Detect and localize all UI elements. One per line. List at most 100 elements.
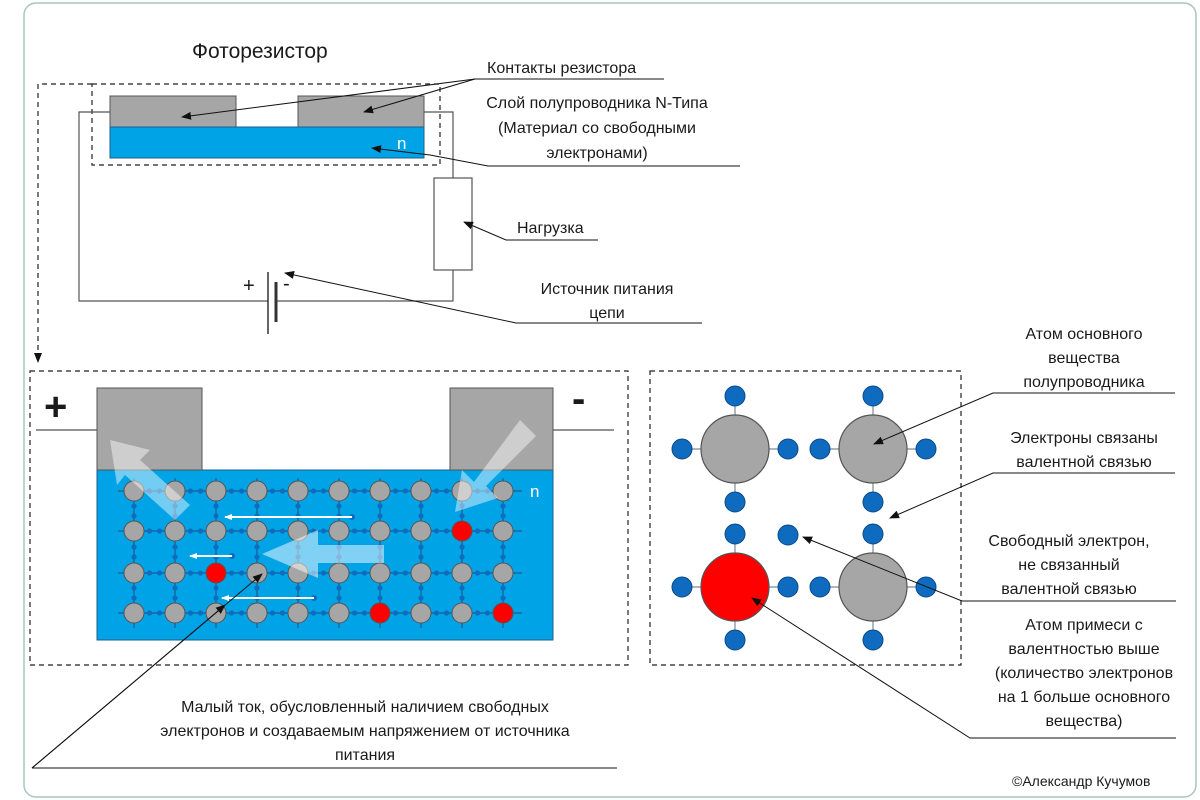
lattice-atom: [164, 602, 186, 624]
leader-load: [463, 221, 598, 241]
lattice-electron: [351, 570, 358, 576]
lattice-electron: [131, 585, 137, 591]
lattice-atom: [410, 602, 432, 624]
impurity-atom: [369, 602, 391, 624]
impurity-atom: [492, 602, 514, 624]
lattice-electron: [172, 513, 178, 519]
valence-electron: [671, 438, 693, 460]
lattice-electron: [484, 610, 491, 616]
lattice-electron: [131, 595, 137, 601]
base-atom: [838, 414, 908, 484]
lattice-electron: [418, 544, 424, 550]
lattice-electron: [377, 585, 383, 591]
valence-electron: [724, 629, 746, 651]
lattice-electron: [228, 570, 235, 576]
lattice-electron: [228, 528, 235, 534]
lattice-electron: [336, 585, 342, 591]
lattice-electron: [187, 488, 194, 494]
label-free-electron-3: валентной связью: [1001, 581, 1136, 598]
plus-big: +: [44, 385, 67, 429]
leader-contacts-2: [363, 78, 476, 114]
lattice-atom: [451, 562, 473, 584]
lattice-electron: [213, 544, 219, 550]
lattice-atom: [123, 562, 145, 584]
lattice-electron: [197, 610, 204, 616]
load-resistor: [433, 177, 473, 271]
lattice-electron: [213, 513, 219, 519]
lattice-atom: [205, 520, 227, 542]
label-impurity-4: на 1 больше основного: [998, 689, 1170, 706]
n-label-zoom: n: [530, 482, 539, 501]
n-label-top: n: [397, 134, 406, 153]
lattice-electron: [254, 544, 260, 550]
lattice-electron: [484, 570, 491, 576]
lattice-electron: [238, 488, 245, 494]
lattice-electron: [377, 595, 383, 601]
lattice-electron: [295, 503, 301, 509]
battery-minus: -: [283, 273, 290, 295]
lattice-electron: [433, 570, 440, 576]
lattice-electron: [254, 503, 260, 509]
lattice-electron: [228, 488, 235, 494]
lattice-electron: [402, 570, 409, 576]
lattice-electron: [459, 554, 465, 560]
lattice-atom: [410, 520, 432, 542]
lattice-electron: [197, 570, 204, 576]
battery-plus: +: [243, 275, 255, 297]
lattice-atom: [123, 480, 145, 502]
lattice-atom: [287, 602, 309, 624]
lattice-electron: [187, 570, 194, 576]
circuit: n + -: [78, 83, 473, 334]
label-source-2: цепи: [589, 305, 624, 322]
lattice-electron: [269, 570, 276, 576]
lattice-electron: [500, 554, 506, 560]
leader-layer: [371, 145, 740, 167]
lattice-atom: [246, 562, 268, 584]
lattice-electron: [295, 585, 301, 591]
wire-right: [424, 111, 454, 178]
label-bound-electrons-2: валентной связью: [1016, 454, 1151, 471]
lattice-electron: [146, 570, 153, 576]
lattice-electron: [392, 488, 399, 494]
leader-bound: [889, 472, 1175, 519]
label-atom-base: Атом основного: [1025, 326, 1142, 343]
lattice-electron: [279, 488, 286, 494]
lattice-atom: [492, 562, 514, 584]
lattice-atom: [410, 562, 432, 584]
crystal-lattice: [118, 478, 522, 628]
valence-electron: [915, 438, 937, 460]
valence-electron: [862, 491, 884, 513]
lattice-electron: [459, 595, 465, 601]
lattice-electron: [172, 503, 178, 509]
lattice-electron: [351, 488, 358, 494]
label-impurity: Атом примеси с: [1025, 617, 1143, 634]
label-free-electron: Свободный электрон,: [988, 533, 1149, 550]
valence-electron: [862, 523, 884, 545]
impurity-atom-large: [700, 552, 770, 622]
lattice-electron: [238, 570, 245, 576]
atom-box: [649, 370, 962, 666]
label-atom-base-3: полупроводника: [1023, 374, 1144, 391]
valence-electron: [777, 576, 799, 598]
lattice-electron: [197, 488, 204, 494]
lattice-electron: [474, 488, 481, 494]
impurity-atom: [205, 562, 227, 584]
lattice-electron: [418, 513, 424, 519]
lattice-atom: [369, 480, 391, 502]
valence-electron: [777, 438, 799, 460]
lattice-electron: [172, 585, 178, 591]
lattice-electron: [269, 528, 276, 534]
base-atom: [838, 552, 908, 622]
label-contacts: Контакты резистора: [487, 60, 636, 77]
label-impurity-3: (количество электронов: [995, 665, 1173, 682]
lattice-electron: [213, 595, 219, 601]
valence-electron: [809, 576, 831, 598]
lattice-electron: [320, 570, 327, 576]
lattice-electron: [146, 610, 153, 616]
lattice-electron: [320, 610, 327, 616]
lattice-electron: [402, 528, 409, 534]
zoom-connector: [34, 83, 92, 363]
lattice-electron: [377, 503, 383, 509]
label-source: Источник питания: [541, 281, 674, 298]
base-atom: [700, 414, 770, 484]
